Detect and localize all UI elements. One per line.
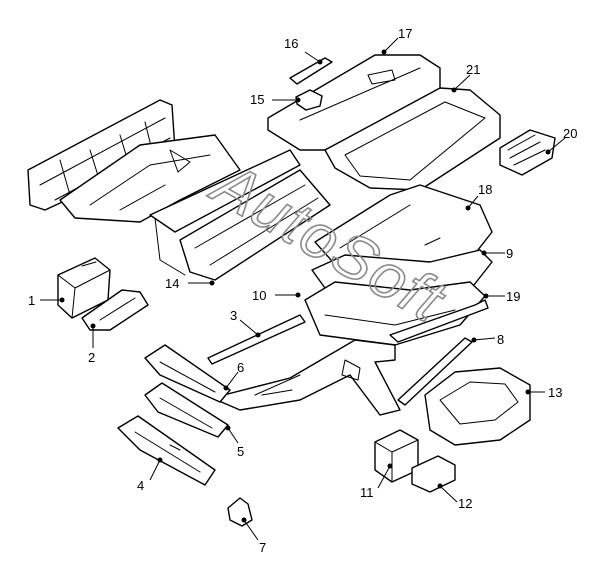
callout-1: 1 <box>28 293 35 308</box>
callout-19: 19 <box>506 289 520 304</box>
callout-13: 13 <box>548 385 562 400</box>
shelf-clip <box>295 89 323 111</box>
callout-5: 5 <box>237 444 244 459</box>
callout-6: 6 <box>237 360 244 375</box>
callout-18: 18 <box>478 182 492 197</box>
shelf-bracket <box>289 57 333 85</box>
spare-wheel-well <box>424 367 531 446</box>
callout-17: 17 <box>398 26 412 41</box>
callout-10: 10 <box>252 288 266 303</box>
callout-15: 15 <box>250 92 264 107</box>
callout-14: 14 <box>165 276 179 291</box>
callout-2: 2 <box>88 350 95 365</box>
callout-11: 11 <box>360 485 374 500</box>
mounting-bracket <box>227 497 253 527</box>
battery-tray <box>81 289 149 331</box>
callout-12: 12 <box>458 496 472 511</box>
side-brackets <box>117 344 231 486</box>
floor-cover <box>149 149 331 281</box>
cross-member <box>389 299 489 343</box>
subframe <box>211 339 401 416</box>
callout-labels: 1 2 3 4 5 6 7 8 9 10 11 12 13 14 15 16 1… <box>28 26 577 555</box>
callout-4: 4 <box>137 478 144 493</box>
control-module <box>499 129 556 176</box>
support-rod <box>207 314 306 365</box>
leader-lines <box>40 37 566 541</box>
storage-trays <box>304 249 493 346</box>
callout-3: 3 <box>230 308 237 323</box>
relay-box <box>411 455 456 493</box>
callout-20: 20 <box>563 126 577 141</box>
callout-8: 8 <box>497 332 504 347</box>
rear-floor-pan <box>27 99 241 223</box>
callout-21: 21 <box>466 62 480 77</box>
callout-16: 16 <box>284 36 298 51</box>
callout-7: 7 <box>259 540 266 555</box>
support-arm <box>397 337 473 406</box>
luggage-cover <box>324 87 501 191</box>
callout-9: 9 <box>506 246 513 261</box>
